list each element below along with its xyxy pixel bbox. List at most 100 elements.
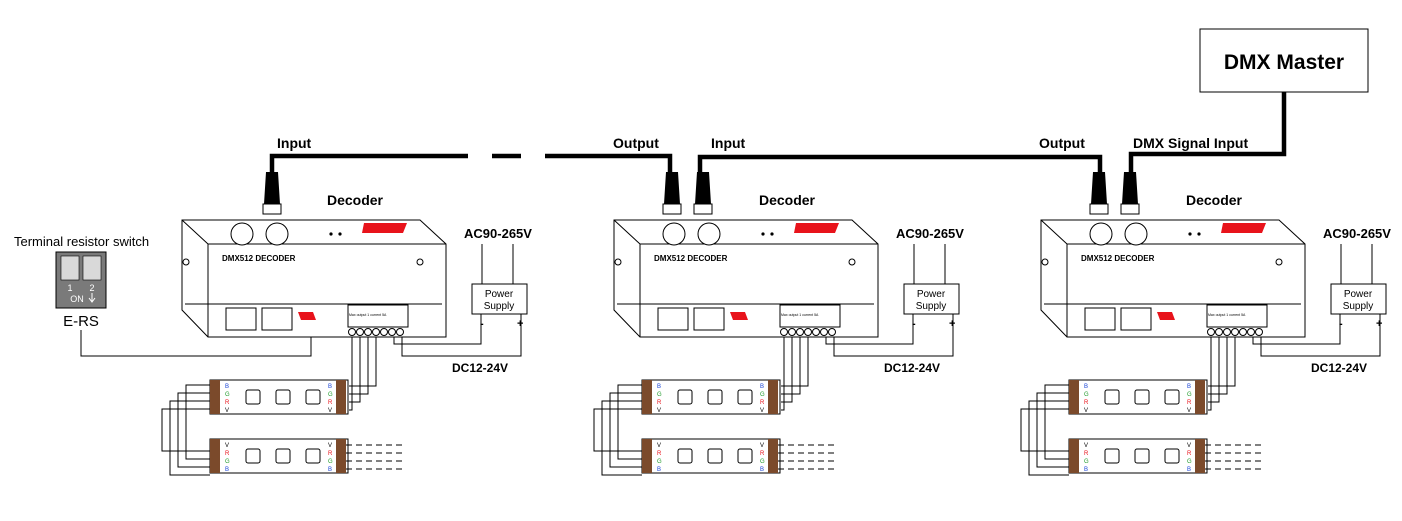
switch-name: E-RS [63,313,99,330]
terminal-label: Max output 1 current 5A [1208,313,1246,317]
dmx-port-out [230,222,254,246]
strip-pin-left: G [225,459,230,465]
strip-pin-left: V [657,408,661,414]
output-label-2: Output [613,135,659,151]
decoder-title: Decoder [327,192,384,208]
dmx-port-out [662,222,686,246]
led-chip [737,389,753,405]
strip-pin-right: G [1187,459,1192,465]
led-chip [1134,448,1150,464]
strip-pin-right: B [328,384,332,390]
strip-pin-left: B [225,384,229,390]
supply-minus: - [480,318,484,330]
dmx-plug-2 [695,172,711,204]
strip-pin-right: V [760,443,764,449]
strip-pin-right: B [760,384,764,390]
strip-pin-right: R [1187,400,1192,406]
strip-pin-left: G [657,392,662,398]
rj45-socket-1 [657,307,689,331]
dmx-plug-1 [664,172,680,204]
dmx-plug-1 [1091,172,1107,204]
strip-pin-right: R [760,451,765,457]
strip-pin-right: V [1187,408,1191,414]
led-chip [677,448,693,464]
strip-pin-left: B [657,384,661,390]
strip-pin-left: V [225,408,229,414]
strip-pin-left: R [657,400,662,406]
strip-pin-left: R [1084,400,1089,406]
strip-pin-right: G [760,459,765,465]
decoder-title: Decoder [1186,192,1243,208]
power-supply-label-1: Power [485,289,514,300]
decoder-indicator [794,223,839,233]
dmx-master: DMX Master [1199,28,1369,93]
power-supply-label-2: Supply [484,301,515,312]
rj45-socket-1 [1084,307,1116,331]
strip-pin-right: G [760,392,765,398]
led-chip [1134,389,1150,405]
terminal-block [1206,304,1268,328]
led-chip [1164,448,1180,464]
rj45-socket-2 [1120,307,1152,331]
strip-pin-right: V [1187,443,1191,449]
strip-pin-right: B [1187,467,1191,473]
strip-pin-left: R [1084,451,1089,457]
strip-pin-right: V [328,408,332,414]
strip-pin-left: V [1084,443,1088,449]
led-chip [707,389,723,405]
ac-label: AC90-265V [1323,226,1391,241]
terminal-label: Max output 1 current 5A [781,313,819,317]
led-chip [305,389,321,405]
terminal-label: Max output 1 current 5A [349,313,387,317]
supply-minus: - [912,318,916,330]
output-label-3: Output [1039,135,1085,151]
decoder-model: DMX512 DECODER [222,254,296,263]
strip-pin-left: G [1084,459,1089,465]
led-chip [737,448,753,464]
strip-pin-left: V [657,443,661,449]
supply-plus: + [1376,318,1382,330]
strip-pin-left: B [1084,467,1088,473]
led-chip [275,389,291,405]
strip-pin-left: V [225,443,229,449]
decoder-model: DMX512 DECODER [654,254,728,263]
switch-title: Terminal resistor switch [14,234,149,249]
strip-pin-left: G [1084,392,1089,398]
supply-plus: + [949,318,955,330]
ac-label: AC90-265V [896,226,964,241]
decoder-model: DMX512 DECODER [1081,254,1155,263]
power-supply-box [903,283,960,315]
strip-pin-right: B [760,467,764,473]
dmx-port-in [1124,222,1148,246]
dmx-port-out [1089,222,1113,246]
led-chip [245,448,261,464]
led-chip [1104,448,1120,464]
led-chip [707,448,723,464]
signal-cables [269,92,1287,172]
terminal-block [779,304,841,328]
decoder-title: Decoder [759,192,816,208]
strip-pin-left: G [657,459,662,465]
strip-pin-right: G [1187,392,1192,398]
strip-pin-right: G [328,392,333,398]
led-chip [677,389,693,405]
led-chip [1164,389,1180,405]
input-label-1: Input [277,135,312,151]
ac-label: AC90-265V [464,226,532,241]
led-chip [275,448,291,464]
rj45-socket-2 [693,307,725,331]
power-supply-label-1: Power [917,289,946,300]
dc-label: DC12-24V [1311,361,1367,375]
switch-pos2: 2 [89,283,94,293]
strip-pin-right: G [328,459,333,465]
supply-minus: - [1339,318,1343,330]
decoder-indicator [1221,223,1266,233]
dmx-plug-1 [264,172,280,204]
